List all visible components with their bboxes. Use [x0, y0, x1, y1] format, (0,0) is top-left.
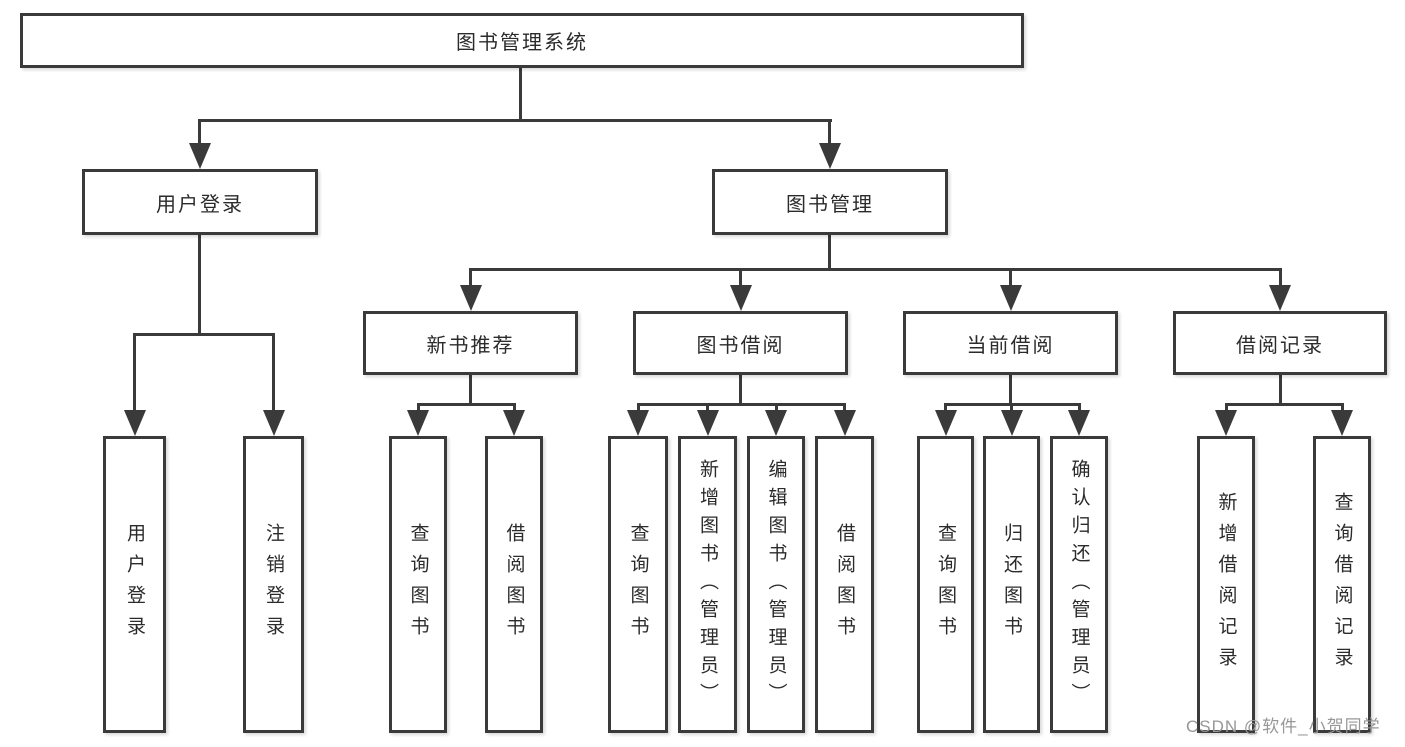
- arrowhead-rec-borrow-books: [503, 410, 525, 436]
- connector-leaf-user-login-shaft: [133, 333, 136, 413]
- connector-current-borrowing-stub: [1009, 373, 1012, 405]
- leaf-cur-return-books: 归还图书: [983, 436, 1040, 733]
- arrowhead-book-management: [819, 143, 841, 169]
- arrowhead-cur-confirm-return: [1068, 410, 1090, 436]
- node-new-book-recommend-label: 新书推荐: [426, 334, 515, 357]
- leaf-cur-return-books-label: 归还图书: [1001, 522, 1022, 647]
- node-book-borrowing: 图书借阅: [633, 311, 848, 375]
- connector-rec-borrow-shaft: [513, 403, 516, 415]
- node-borrowing-records: 借阅记录: [1173, 311, 1387, 375]
- connector-level2-bus: [198, 119, 832, 122]
- leaf-log-query-record: 查询借阅记录: [1313, 436, 1371, 733]
- arrowhead-leaf-user-login: [124, 410, 146, 436]
- arrowhead-bor-borrow-books: [834, 410, 856, 436]
- node-current-borrowing: 当前借阅: [903, 311, 1118, 375]
- connector-cur-query-shaft: [944, 403, 947, 415]
- connector-cur-return-shaft: [1010, 403, 1013, 415]
- leaf-rec-borrow-books: 借阅图书: [485, 436, 543, 733]
- arrowhead-cur-return-books: [1001, 410, 1023, 436]
- connector-cur-confirm-shaft: [1078, 403, 1081, 415]
- arrowhead-cur-query-books: [935, 410, 957, 436]
- leaf-bor-borrow-books: 借阅图书: [815, 436, 874, 733]
- leaf-user-login-label: 用户登录: [124, 522, 145, 647]
- leaf-bor-add-books-admin: 新增图书（管理员）: [678, 436, 737, 733]
- connector-level3-bus: [469, 268, 1282, 271]
- connector-book-borrowing-bus: [637, 403, 846, 406]
- arrowhead-new-book-recommend: [460, 285, 482, 311]
- connector-bor-add-shaft: [706, 403, 709, 415]
- leaf-cur-query-books: 查询图书: [917, 436, 974, 733]
- node-book-management: 图书管理: [712, 169, 948, 235]
- leaf-cur-query-books-label: 查询图书: [935, 522, 956, 647]
- connector-log-query-shaft: [1341, 403, 1344, 415]
- connector-bor-edit-shaft: [775, 403, 778, 415]
- node-user-login-label: 用户登录: [156, 193, 244, 216]
- leaf-bor-edit-books-admin-label: 编辑图书（管理员）: [765, 458, 787, 711]
- leaf-rec-borrow-books-label: 借阅图书: [503, 522, 525, 647]
- arrowhead-bor-add-books: [697, 410, 719, 436]
- leaf-cur-confirm-return-admin: 确认归还（管理员）: [1050, 436, 1108, 733]
- connector-rec-query-shaft: [417, 403, 420, 415]
- leaf-log-add-record: 新增借阅记录: [1197, 436, 1255, 733]
- connector-book-management-shaft: [828, 119, 831, 146]
- arrowhead-log-query-record: [1331, 410, 1353, 436]
- connector-root-stub: [519, 66, 522, 122]
- leaf-cur-confirm-return-admin-label: 确认归还（管理员）: [1068, 458, 1090, 711]
- connector-new-book-stub: [469, 373, 472, 405]
- leaf-user-login: 用户登录: [103, 436, 166, 733]
- connector-borrowing-records-bus: [1225, 403, 1344, 406]
- connector-borrowing-records-stub: [1279, 373, 1282, 405]
- arrowhead-rec-query-books: [407, 410, 429, 436]
- connector-current-borrowing-shaft: [1009, 268, 1012, 291]
- arrowhead-leaf-logout: [263, 410, 285, 436]
- leaf-log-add-record-label: 新增借阅记录: [1215, 491, 1237, 678]
- arrowhead-user-login: [189, 143, 211, 169]
- arrowhead-book-borrowing: [730, 285, 752, 311]
- node-current-borrowing-label: 当前借阅: [966, 334, 1055, 357]
- leaf-rec-query-books-label: 查询图书: [407, 522, 429, 647]
- connector-book-borrowing-shaft: [739, 268, 742, 291]
- leaf-bor-query-books-label: 查询图书: [627, 522, 649, 647]
- csdn-watermark: CSDN @软件_小贺同学: [1186, 717, 1381, 736]
- connector-bor-borrow-shaft: [843, 403, 846, 415]
- connector-user-login-shaft: [198, 119, 201, 146]
- leaf-bor-edit-books-admin: 编辑图书（管理员）: [747, 436, 805, 733]
- arrowhead-borrowing-records: [1269, 285, 1291, 311]
- connector-user-login-bus: [133, 333, 275, 336]
- node-user-login: 用户登录: [82, 169, 318, 235]
- connector-bor-query-shaft: [637, 403, 640, 415]
- node-root-label: 图书管理系统: [456, 32, 588, 54]
- connector-log-add-shaft: [1225, 403, 1228, 415]
- leaf-log-query-record-label: 查询借阅记录: [1331, 491, 1353, 678]
- connector-leaf-logout-shaft: [272, 333, 275, 413]
- arrowhead-bor-query-books: [627, 410, 649, 436]
- leaf-bor-add-books-admin-label: 新增图书（管理员）: [697, 458, 718, 711]
- connector-book-management-stub: [828, 233, 831, 271]
- node-book-management-label: 图书管理: [786, 193, 874, 216]
- arrowhead-log-add-record: [1215, 410, 1237, 436]
- connector-borrowing-records-shaft: [1279, 268, 1282, 291]
- node-new-book-recommend: 新书推荐: [363, 311, 578, 375]
- node-book-borrowing-label: 图书借阅: [696, 334, 785, 357]
- node-root: 图书管理系统: [20, 13, 1024, 68]
- leaf-logout-label: 注销登录: [263, 522, 284, 647]
- connector-book-borrowing-stub: [739, 373, 742, 405]
- connector-new-book-shaft: [469, 268, 472, 291]
- leaf-bor-borrow-books-label: 借阅图书: [834, 522, 855, 647]
- connector-new-book-bus: [417, 403, 516, 406]
- arrowhead-bor-edit-books: [765, 410, 787, 436]
- leaf-rec-query-books: 查询图书: [389, 436, 447, 733]
- node-borrowing-records-label: 借阅记录: [1236, 334, 1324, 357]
- leaf-logout: 注销登录: [243, 436, 304, 733]
- connector-user-login-stub: [198, 233, 201, 336]
- arrowhead-current-borrowing: [1000, 285, 1022, 311]
- leaf-bor-query-books: 查询图书: [608, 436, 668, 733]
